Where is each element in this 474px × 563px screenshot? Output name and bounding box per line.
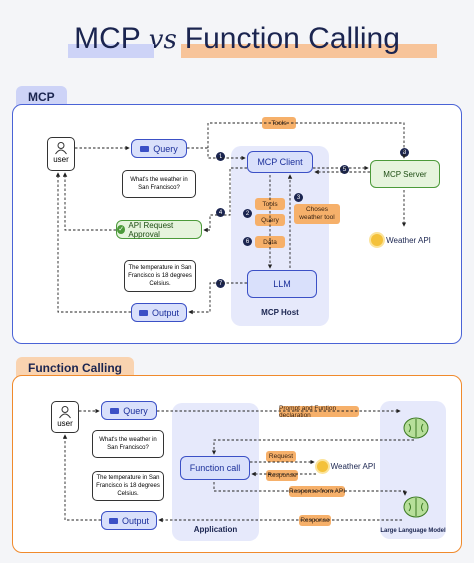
mcp-approval-node: ✓API Request Approval [116,220,202,239]
sun-icon [316,460,328,472]
mcp-step-8: 8 [400,148,409,157]
fc-user: user [51,401,79,433]
title-mcp-text: MCP [74,22,141,55]
mcp-user-label: user [53,155,69,164]
mcp-step-7: 7 [216,279,225,288]
mcp-query-node: Query [131,139,187,158]
mcp-tab: MCP [16,86,67,108]
fc-brain-icon-2 [403,496,429,518]
mcp-step-1: 1 [216,152,225,161]
fc-request-tag: Request [266,451,296,462]
chat-icon [138,309,148,316]
fc-output-label: Output [121,515,150,526]
mcp-step-4: 4 [216,208,225,217]
chat-icon [110,407,120,414]
fc-response-tag: Response [266,470,298,481]
fc-weather-label: Weather API [330,461,376,471]
mcp-data-tag: Data [255,236,285,248]
check-icon: ✓ [117,225,126,234]
mcp-arrow-query-client [187,147,246,161]
fc-user-label: user [57,419,73,428]
fc-application-label: Application [193,525,238,534]
fc-response-api-tag: Response from API [289,486,345,497]
mcp-arrow-output-user [55,172,131,313]
sun-icon [371,234,384,246]
mcp-arrow-client-approval [203,167,247,233]
mcp-step-6: 6 [243,237,252,246]
page-title: MCP vs Function Calling [0,22,474,58]
title-function-calling: Function Calling [180,22,437,58]
mcp-result-message: The temperature in San Francisco is 18 d… [124,260,196,292]
mcp-step-5: 5 [340,165,349,174]
fc-weather-api: Weather API [316,456,376,476]
fc-query-label: Query [123,405,148,416]
mcp-weather-api: Weather API [360,229,442,251]
mcp-chooses-tag: Choses weather tool [294,204,340,224]
mcp-host-label: MCP Host [261,308,299,317]
mcp-output-node: Output [131,303,187,322]
mcp-server-node: MCP Server [370,160,440,188]
fc-function-call-node: Function call [180,456,250,480]
mcp-arrow-llm-output [188,282,247,315]
user-icon [59,406,71,419]
mcp-llm-node: LLM [247,270,317,298]
fc-llm-label: Large Language Model [380,528,446,534]
mcp-weather-label: Weather API [386,235,431,245]
fc-query-node: Query [101,401,157,420]
fc-response2-tag: Response [299,515,331,526]
fc-arrow-api-llm [213,482,408,496]
mcp-arrow-tools-top [207,122,407,159]
fc-output-node: Output [101,511,157,530]
chat-icon [140,145,150,152]
fc-brain-icon-1 [403,417,429,439]
mcp-query-message: What's the weather in San Francisco? [122,170,196,198]
mcp-query-label: Query [153,143,178,154]
fc-result-message: The temperature in San Francisco is 18 d… [92,471,164,501]
chat-icon [108,517,118,524]
mcp-client-node: MCP Client [247,151,313,173]
fc-arrow-llm-function [211,439,414,455]
mcp-user: user [47,137,75,171]
title-mcp: MCP [68,22,155,58]
mcp-step-2: 2 [243,209,252,218]
fc-arrow-output-user [62,434,101,521]
mcp-step-3: 3 [294,193,303,202]
mcp-arrow-approval-user [62,172,116,231]
fc-prompt-tag: Prompt and Funtion declaration [279,405,359,419]
mcp-approval-label: API Request Approval [128,220,174,239]
title-fc-text: Function Calling [184,22,400,55]
fc-tab: Function Calling [16,357,134,379]
user-icon [55,142,67,155]
fc-query-message: What's the weather in San Francisco? [92,430,164,458]
mcp-output-label: Output [151,307,180,318]
